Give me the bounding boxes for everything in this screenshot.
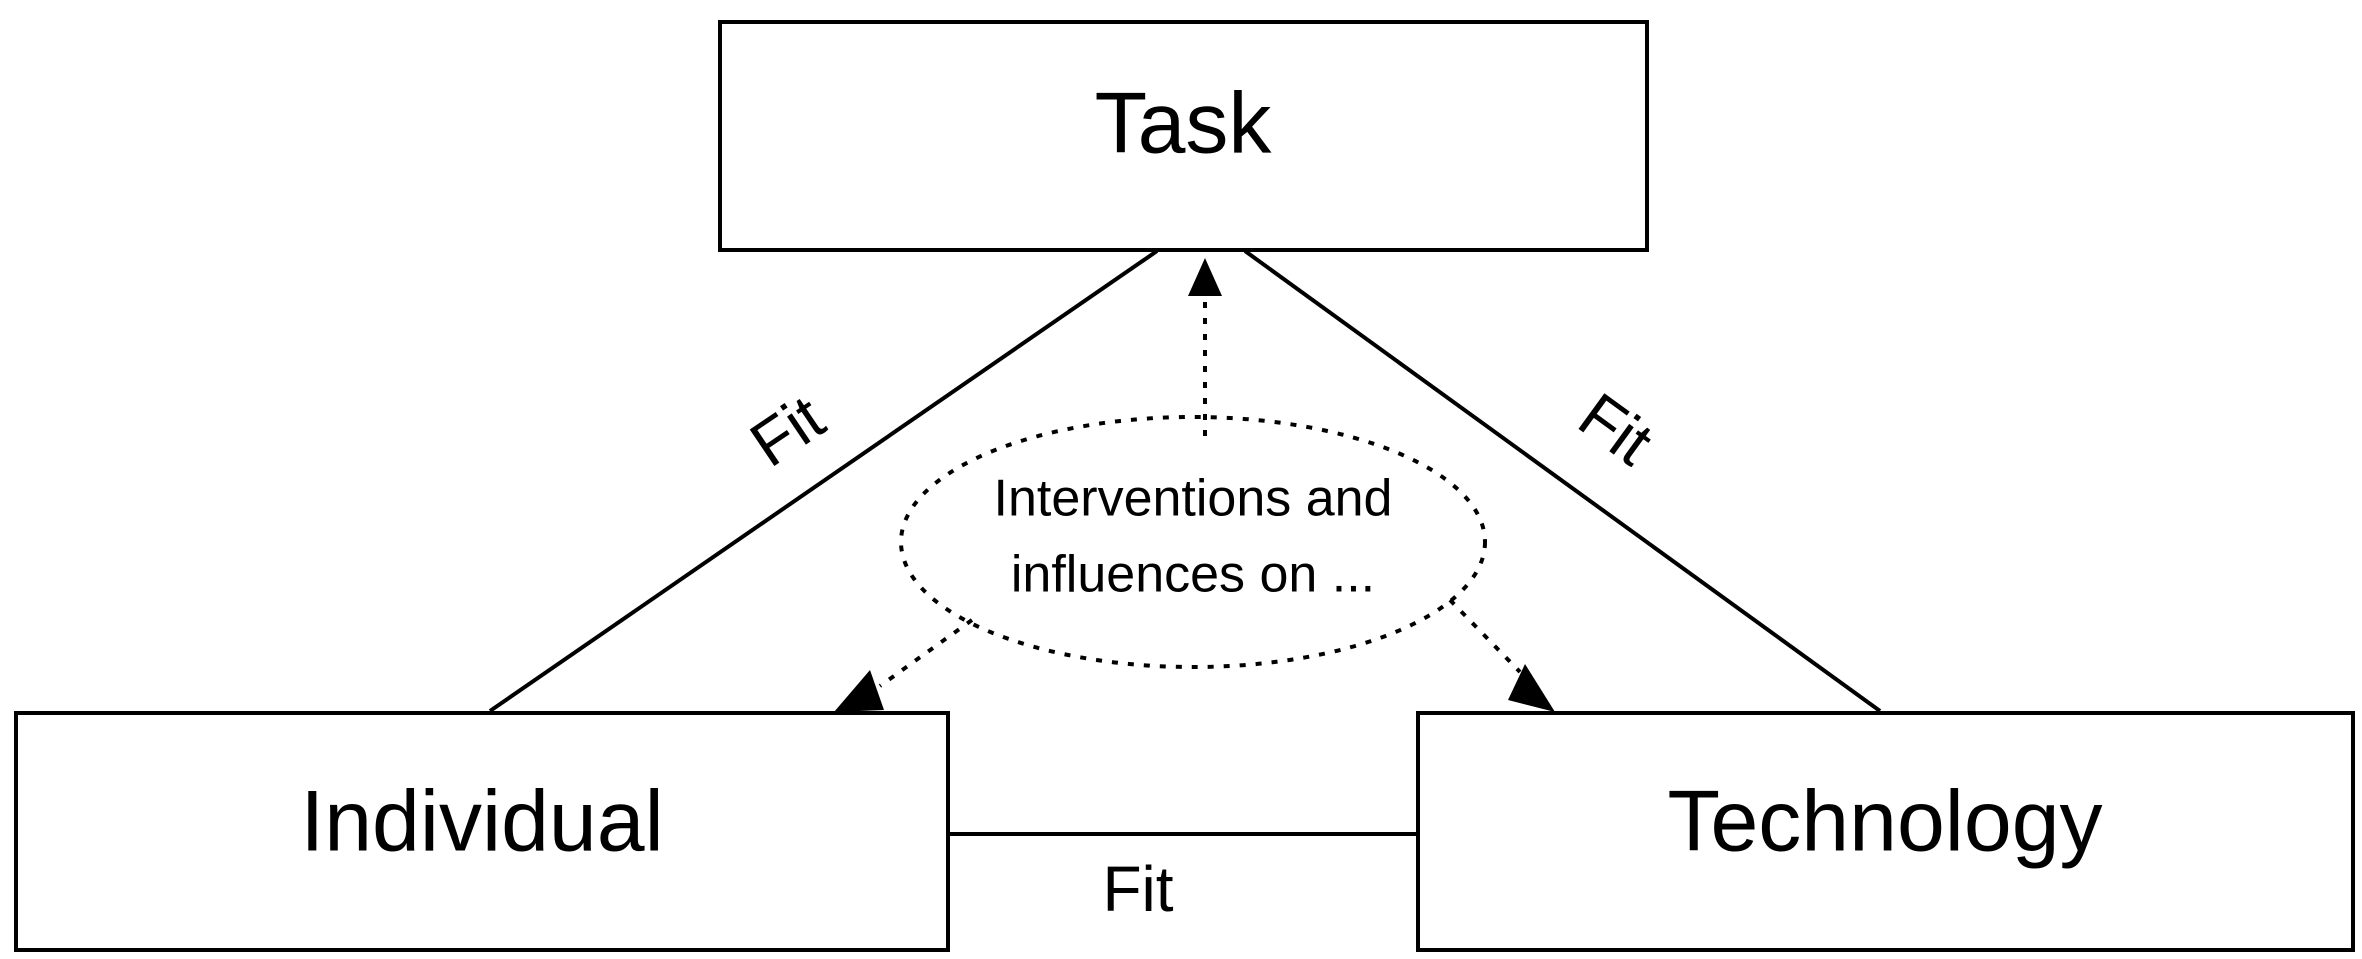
individual-label: Individual bbox=[300, 774, 663, 870]
technology-label: Technology bbox=[1667, 774, 2102, 870]
task-label: Task bbox=[1095, 76, 1273, 172]
interventions-label-line2: influences on ... bbox=[1011, 546, 1375, 604]
fit-label-bottom: Fit bbox=[1102, 853, 1173, 925]
arrow-to-technology-shaft bbox=[1448, 598, 1522, 674]
individual-box: Individual bbox=[14, 711, 950, 952]
arrow-to-individual-shaft bbox=[878, 618, 974, 688]
technology-box-frame bbox=[1416, 711, 2355, 952]
task-box-frame bbox=[718, 20, 1649, 252]
fit-label-right: Fit bbox=[1566, 379, 1666, 479]
arrow-to-individual-head bbox=[834, 670, 884, 712]
task-box: Task bbox=[718, 20, 1649, 252]
interventions-ellipse bbox=[899, 415, 1487, 669]
arrow-to-technology-head bbox=[1508, 664, 1555, 712]
technology-box: Technology bbox=[1416, 711, 2355, 952]
interventions-label-line1: Interventions and bbox=[994, 470, 1393, 528]
task-individual-connector bbox=[488, 249, 1159, 713]
arrow-to-task-head bbox=[1188, 258, 1222, 296]
task-technology-connector bbox=[1243, 249, 1882, 713]
fit-label-left: Fit bbox=[738, 381, 837, 481]
individual-box-frame bbox=[14, 711, 950, 952]
